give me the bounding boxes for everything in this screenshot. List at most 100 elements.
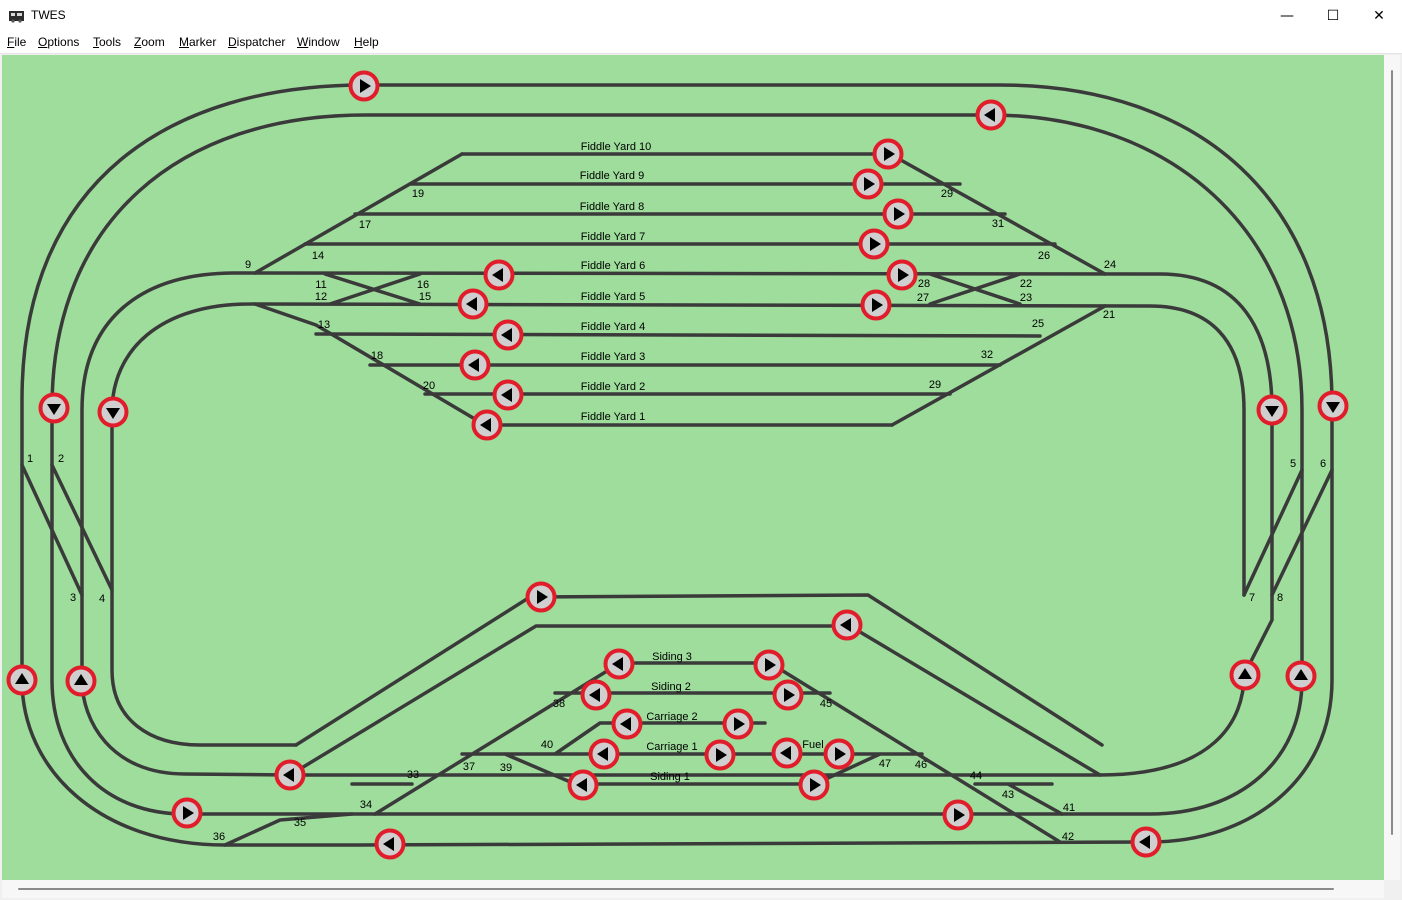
signal-arrow-left-icon	[984, 108, 995, 122]
point-39: 39	[500, 762, 512, 774]
point-45: 45	[820, 698, 832, 710]
signal-ramp-lower[interactable]	[831, 609, 863, 641]
signal-bottom-mid-left[interactable]	[171, 797, 203, 829]
point-41: 41	[1063, 802, 1075, 814]
signal-right-inner-down[interactable]	[1256, 394, 1288, 426]
signal-arrow-right-icon	[894, 207, 905, 221]
signal-arrow-left-icon	[597, 747, 608, 761]
label-fuel: Fuel	[802, 739, 823, 751]
signal-arrow-left-icon	[501, 328, 512, 342]
signal-right-outer-down[interactable]	[1317, 390, 1349, 422]
label-siding-2: Siding 2	[651, 681, 691, 693]
label-fiddle-yard-9: Fiddle Yard 9	[580, 170, 644, 182]
signal-inner-top[interactable]	[975, 99, 1007, 131]
menu-marker[interactable]: Marker	[179, 35, 217, 49]
signal-outer-bottom-right[interactable]	[1130, 826, 1162, 858]
signal-arrow-right-icon	[864, 177, 875, 191]
point-9: 9	[245, 259, 251, 271]
signal-ramp-upper[interactable]	[525, 581, 557, 613]
signal-fy7[interactable]	[858, 228, 890, 260]
track-fy-crossovers	[323, 272, 1022, 306]
point-46: 46	[915, 759, 927, 771]
signal-arrow-right-icon	[765, 658, 776, 672]
signal-fy5-east[interactable]	[860, 289, 892, 321]
vertical-scroll-thumb[interactable]	[1391, 70, 1393, 835]
signal-siding3-west[interactable]	[603, 648, 635, 680]
signal-outer-top[interactable]	[348, 70, 380, 102]
signal-left-outer-down[interactable]	[38, 392, 70, 424]
signal-arrow-right-icon	[537, 590, 548, 604]
signal-fy6-east[interactable]	[886, 259, 918, 291]
point-7: 7	[1249, 592, 1255, 604]
signal-fy1[interactable]	[471, 409, 503, 441]
signal-inner-bottom-left[interactable]	[274, 759, 306, 791]
signal-fy3[interactable]	[459, 349, 491, 381]
maximize-button[interactable]: ☐	[1310, 0, 1356, 31]
signal-arrow-right-icon	[898, 268, 909, 282]
signal-arrow-right-icon	[716, 748, 727, 762]
signal-right-outer-up[interactable]	[1285, 660, 1317, 692]
minimize-button[interactable]: —	[1264, 0, 1310, 31]
point-2: 2	[58, 453, 64, 465]
signal-siding1-east[interactable]	[798, 769, 830, 801]
signal-fy10[interactable]	[872, 138, 904, 170]
signal-fuel-east[interactable]	[823, 738, 855, 770]
signal-siding3-east[interactable]	[753, 649, 785, 681]
signal-left-outer-up[interactable]	[6, 664, 38, 696]
menu-dispatcher[interactable]: Dispatcher	[228, 35, 286, 49]
track-crossover-right	[1242, 468, 1334, 597]
signal-arrow-right-icon	[884, 147, 895, 161]
signal-siding1-west[interactable]	[567, 769, 599, 801]
menu-zoom[interactable]: Zoom	[134, 35, 165, 49]
signal-arrow-left-icon	[383, 837, 394, 851]
signal-left-inner-up[interactable]	[65, 665, 97, 697]
track-fiddle-loop	[80, 271, 1274, 777]
signal-carriage1-east[interactable]	[704, 739, 736, 771]
point-4: 4	[99, 593, 105, 605]
signal-carriage2-east[interactable]	[722, 708, 754, 740]
fiddle-yard-labels: Fiddle Yard 10 Fiddle Yard 9 Fiddle Yard…	[580, 141, 824, 783]
signal-arrow-right-icon	[872, 298, 883, 312]
menu-tools[interactable]: Tools	[93, 35, 122, 49]
menu-options[interactable]: Options	[38, 35, 80, 49]
point-40: 40	[541, 739, 553, 751]
point-5: 5	[1290, 458, 1296, 470]
signal-bottom-mid-right[interactable]	[942, 799, 974, 831]
signal-siding2-west[interactable]	[580, 679, 612, 711]
signal-arrow-left-icon	[780, 746, 791, 760]
signal-arrow-left-icon	[612, 657, 623, 671]
point-23: 23	[1020, 292, 1032, 304]
track-ramp	[288, 593, 1104, 777]
signal-fuel-west[interactable]	[771, 737, 803, 769]
signal-fy2[interactable]	[492, 379, 524, 411]
signal-right-inner-up[interactable]	[1229, 659, 1261, 691]
label-siding-1: Siding 1	[650, 771, 690, 783]
signal-arrow-right-icon	[835, 747, 846, 761]
point-38: 38	[553, 698, 565, 710]
point-15: 15	[419, 291, 431, 303]
signal-siding2-east[interactable]	[772, 679, 804, 711]
track-second-loop	[50, 113, 1304, 816]
menu-file[interactable]: File	[7, 35, 27, 49]
horizontal-scroll-thumb[interactable]	[18, 888, 1334, 890]
signal-arrow-left-icon	[501, 388, 512, 402]
menu-window[interactable]: Window	[297, 35, 340, 49]
signal-carriage1-west[interactable]	[588, 738, 620, 770]
signal-fy4[interactable]	[492, 319, 524, 351]
label-carriage-2: Carriage 2	[646, 711, 697, 723]
canvas-background	[2, 55, 1384, 880]
label-fiddle-yard-6: Fiddle Yard 6	[581, 260, 645, 272]
signal-fy6-west[interactable]	[483, 259, 515, 291]
signal-fy5-west[interactable]	[457, 288, 489, 320]
close-button[interactable]: ✕	[1356, 0, 1402, 31]
signal-outer-bottom-left[interactable]	[374, 828, 406, 860]
signal-carriage2-west[interactable]	[611, 708, 643, 740]
signal-fy9[interactable]	[852, 168, 884, 200]
track-diagram[interactable]: Fiddle Yard 10 Fiddle Yard 9 Fiddle Yard…	[2, 55, 1384, 880]
signal-arrow-left-icon	[283, 768, 294, 782]
point-16: 16	[417, 279, 429, 291]
menu-help[interactable]: Help	[354, 35, 379, 49]
signal-fy8[interactable]	[882, 198, 914, 230]
point-27: 27	[917, 292, 929, 304]
signal-left-inner-down[interactable]	[97, 396, 129, 428]
